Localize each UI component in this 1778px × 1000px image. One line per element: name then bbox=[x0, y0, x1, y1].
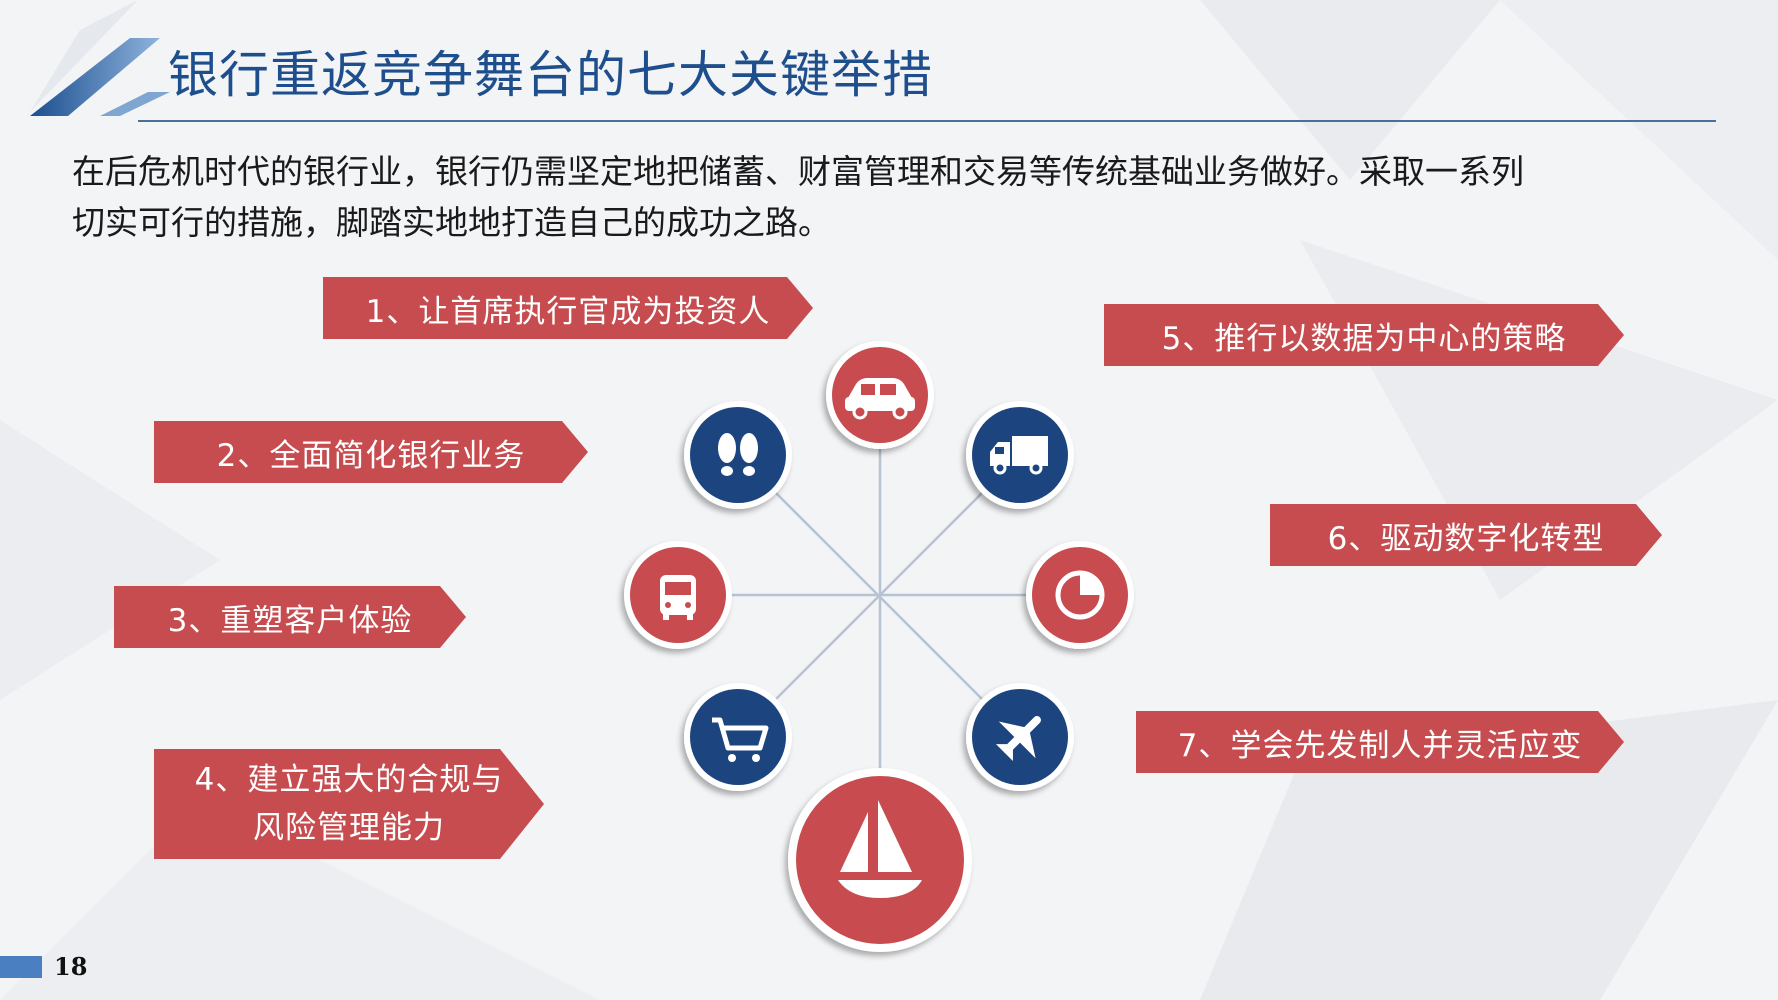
page-number: 18 bbox=[54, 952, 88, 981]
step-6-label: 6、驱动数字化转型 bbox=[1327, 520, 1605, 557]
intro-line-1: 在后危机时代的银行业，银行仍需坚定地把储蓄、财富管理和交易等传统基础业务做好。采… bbox=[72, 152, 1524, 191]
footprints-icon bbox=[684, 401, 792, 509]
car-icon bbox=[826, 341, 934, 449]
step-1-arrow: 1、让首席执行官成为投资人 bbox=[323, 277, 813, 339]
step-2-arrow: 2、全面简化银行业务 bbox=[154, 421, 588, 483]
title-logo bbox=[30, 38, 170, 116]
page-title: 银行重返竞争舞台的七大关键举措 bbox=[168, 46, 933, 104]
step-2-label: 2、全面简化银行业务 bbox=[216, 437, 526, 474]
step-4-label-line2: 风险管理能力 bbox=[253, 810, 445, 846]
step-4-arrow: 4、建立强大的合规与 风险管理能力 bbox=[154, 749, 544, 859]
step-6-arrow: 6、驱动数字化转型 bbox=[1270, 504, 1662, 566]
step-4-label-line1: 4、建立强大的合规与 bbox=[194, 762, 504, 798]
step-5-arrow: 5、推行以数据为中心的策略 bbox=[1104, 304, 1624, 366]
step-3-label: 3、重塑客户体验 bbox=[167, 602, 413, 639]
truck-icon bbox=[966, 401, 1074, 509]
airplane-icon bbox=[966, 683, 1074, 791]
page-number-marker bbox=[0, 956, 42, 978]
pie-chart-icon bbox=[1026, 541, 1134, 649]
step-1-label: 1、让首席执行官成为投资人 bbox=[365, 293, 771, 330]
intro-line-2: 切实可行的措施，脚踏实地地打造自己的成功之路。 bbox=[72, 203, 831, 242]
step-7-label: 7、学会先发制人并灵活应变 bbox=[1177, 727, 1583, 764]
step-5-label: 5、推行以数据为中心的策略 bbox=[1161, 320, 1567, 357]
sailboat-icon bbox=[788, 768, 972, 952]
title-underline bbox=[138, 120, 1716, 122]
shopping-cart-icon bbox=[684, 683, 792, 791]
intro-paragraph: 在后危机时代的银行业，银行仍需坚定地把储蓄、财富管理和交易等传统基础业务做好。采… bbox=[72, 146, 1722, 248]
bus-icon bbox=[624, 541, 732, 649]
step-3-arrow: 3、重塑客户体验 bbox=[114, 586, 466, 648]
step-7-arrow: 7、学会先发制人并灵活应变 bbox=[1136, 711, 1624, 773]
